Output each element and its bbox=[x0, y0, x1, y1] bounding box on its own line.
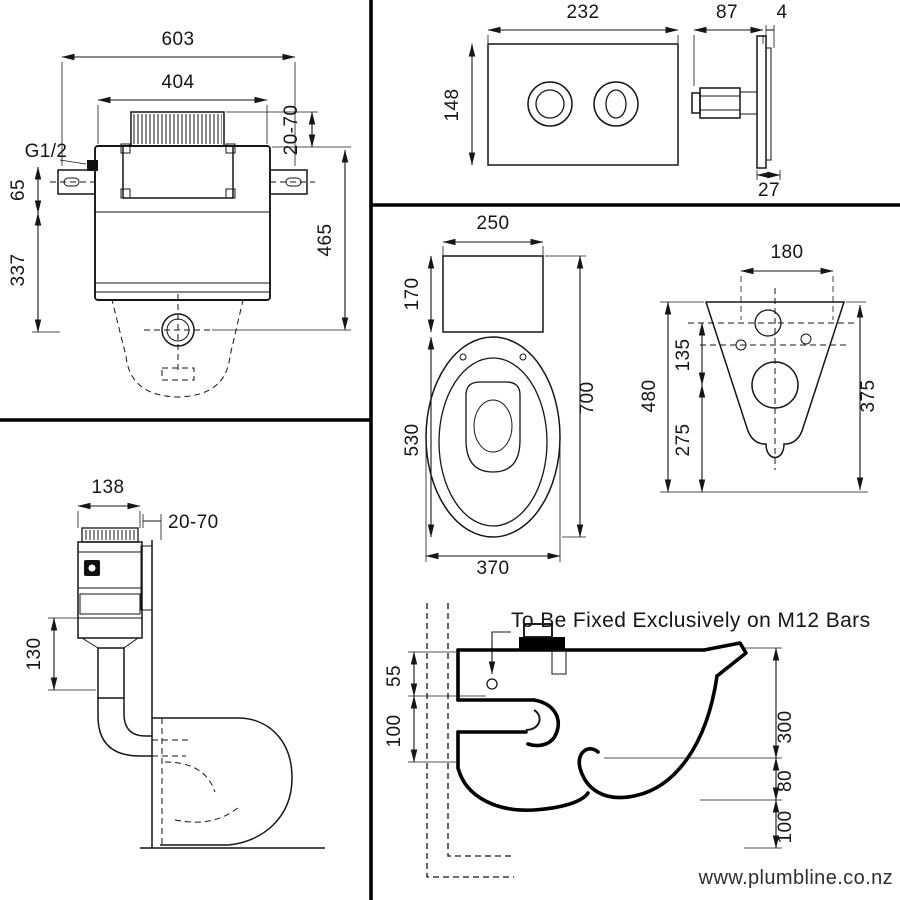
dim-4: 4 bbox=[765, 2, 788, 48]
dim-65-label: 65 bbox=[8, 179, 29, 201]
fixing-hole bbox=[486, 678, 498, 690]
pan-top-drawing bbox=[425, 255, 561, 538]
dim-27: 27 bbox=[756, 170, 781, 201]
dim-138-label: 138 bbox=[92, 477, 125, 498]
dim-337: 337 bbox=[8, 212, 60, 333]
fixing-bracket bbox=[519, 637, 565, 650]
cistern-frame-drawing bbox=[50, 111, 315, 398]
pan-side-outline bbox=[152, 717, 293, 846]
dim-275-label: 275 bbox=[673, 424, 694, 457]
dim-148: 148 bbox=[442, 43, 476, 166]
fixing-note-label: To Be Fixed Exclusively on M12 Bars bbox=[511, 609, 870, 632]
dim-130-label: 130 bbox=[24, 638, 45, 671]
water-inlet-g12 bbox=[87, 160, 98, 171]
dim-80: 80 bbox=[700, 757, 796, 801]
flush-plate-side-drawing bbox=[691, 35, 772, 169]
dim-465-label: 465 bbox=[315, 224, 336, 257]
dim-370-label: 370 bbox=[477, 558, 510, 579]
dim-404-label: 404 bbox=[162, 72, 195, 93]
dim-20-70-front: 20-70 bbox=[226, 105, 351, 156]
dim-20-70-side: 20-70 bbox=[142, 512, 219, 540]
dim-100-bottom: 100 bbox=[744, 799, 796, 849]
dim-480-label: 480 bbox=[639, 380, 660, 413]
dim-80-label: 80 bbox=[775, 770, 796, 792]
dim-250-label: 250 bbox=[477, 213, 510, 234]
cistern-side-drawing bbox=[77, 527, 325, 849]
pan-back-drawing bbox=[660, 288, 868, 493]
dim-100-top-label: 100 bbox=[384, 715, 405, 748]
dim-700-label: 700 bbox=[577, 382, 598, 415]
dim-300: 300 bbox=[604, 647, 796, 759]
dim-370: 370 bbox=[425, 445, 561, 579]
half-flush-button bbox=[527, 81, 573, 127]
dim-135: 135 bbox=[673, 322, 706, 386]
dim-250: 250 bbox=[442, 213, 544, 256]
dim-465: 465 bbox=[212, 149, 351, 331]
dim-87: 87 bbox=[693, 2, 764, 86]
label-g12: G1/2 bbox=[25, 141, 87, 165]
panel-pan-side-section: To Be Fixed Exclusively on M12 Bars 55 bbox=[384, 603, 870, 878]
dim-180: 180 bbox=[740, 242, 834, 320]
dim-232: 232 bbox=[487, 2, 679, 43]
footer-website: www.plumbline.co.nz bbox=[698, 867, 893, 889]
dim-404: 404 bbox=[97, 72, 268, 144]
panel-cistern-front-view: 603 404 bbox=[8, 29, 351, 398]
dim-232-label: 232 bbox=[567, 2, 600, 23]
dim-4-label: 4 bbox=[777, 2, 788, 23]
dim-180-label: 180 bbox=[771, 242, 804, 263]
dim-87-label: 87 bbox=[716, 2, 738, 23]
dim-603-label: 603 bbox=[162, 29, 195, 50]
dim-337-label: 337 bbox=[8, 254, 29, 287]
dim-55-label: 55 bbox=[384, 665, 405, 687]
dim-170: 170 bbox=[402, 255, 435, 333]
fixing-note: To Be Fixed Exclusively on M12 Bars bbox=[486, 609, 870, 690]
dim-375: 375 bbox=[856, 304, 879, 491]
dim-700: 700 bbox=[545, 255, 598, 538]
dim-170-label: 170 bbox=[402, 278, 423, 311]
dim-530: 530 bbox=[402, 336, 435, 538]
dim-603: 603 bbox=[61, 29, 296, 166]
dim-375-label: 375 bbox=[858, 380, 879, 413]
dim-100-bottom-label: 100 bbox=[775, 811, 796, 844]
g12-label: G1/2 bbox=[25, 141, 68, 162]
panel-pan-back-view: 180 135 480 275 bbox=[639, 242, 879, 493]
dim-300-label: 300 bbox=[775, 711, 796, 744]
dim-65: 65 bbox=[8, 166, 42, 214]
pan-outline-dashed bbox=[111, 299, 244, 398]
dim-148-label: 148 bbox=[442, 89, 463, 122]
panel-cistern-side-view: 138 20-70 bbox=[24, 477, 325, 849]
dim-480: 480 bbox=[639, 301, 672, 493]
dim-275: 275 bbox=[673, 384, 706, 493]
dim-100-top: 100 bbox=[384, 695, 456, 763]
dim-27-label: 27 bbox=[758, 180, 780, 201]
dim-130: 130 bbox=[24, 617, 96, 691]
dim-20-70-side-label: 20-70 bbox=[168, 512, 219, 533]
flush-plate-front-drawing bbox=[487, 43, 679, 166]
wall-section-dashed bbox=[426, 603, 514, 878]
full-flush-button bbox=[593, 81, 639, 127]
dim-138: 138 bbox=[77, 477, 141, 528]
dim-20-70-label: 20-70 bbox=[281, 105, 302, 156]
dim-55: 55 bbox=[384, 651, 486, 697]
panel-flush-plate: 232 148 87 4 bbox=[442, 2, 788, 201]
pan-section-drawing bbox=[456, 623, 748, 812]
dim-530-label: 530 bbox=[402, 424, 423, 457]
panel-pan-top-view: 250 170 530 700 370 bbox=[402, 213, 598, 579]
dim-135-label: 135 bbox=[673, 339, 694, 372]
